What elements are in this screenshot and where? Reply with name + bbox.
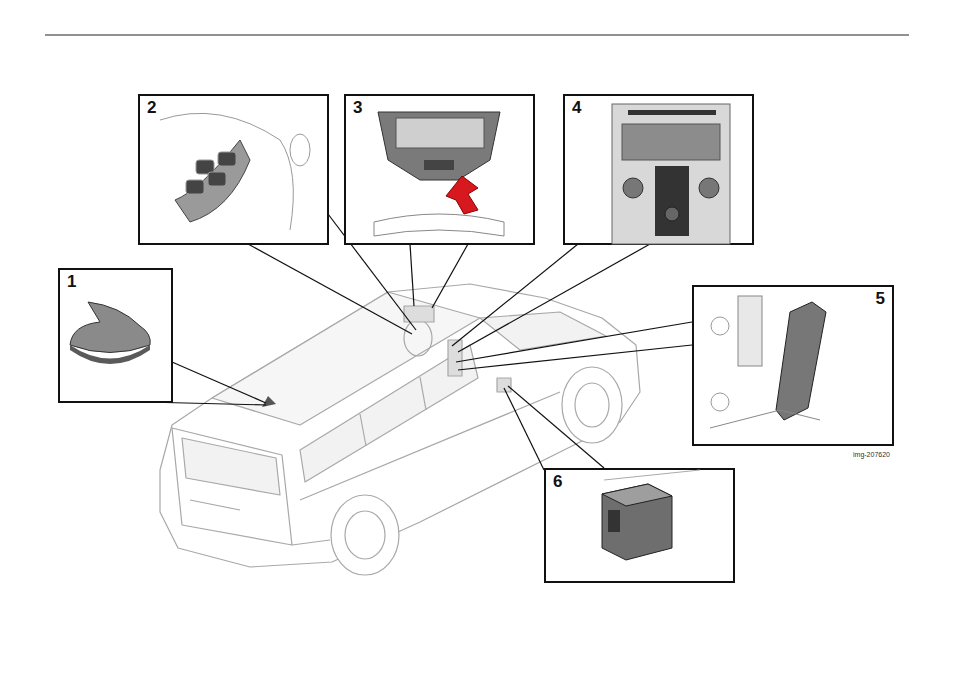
rear-plate [190,500,240,510]
callout-number: 4 [572,99,581,116]
callout-number: 5 [876,290,885,307]
rear-window [182,438,280,495]
window-pillar [420,377,426,410]
callout-number: 1 [67,273,76,290]
callout-number: 3 [353,99,362,116]
callout-panel: 4 [563,94,754,245]
leader-line [248,244,412,334]
front-wheel-rim [575,383,609,427]
callout-panel: 3 [344,94,535,245]
tailgate [172,428,292,545]
leader-line [508,386,604,468]
leader-line [458,345,692,370]
steering-wheel [404,320,432,356]
center-console [448,340,462,376]
leader-lines [145,214,692,470]
module-location [497,378,511,392]
callout-number: 6 [553,473,562,490]
callout-number: 2 [147,99,156,116]
leader-line [432,244,468,308]
callout-panel: 6 [544,468,735,583]
front-wheel [562,367,622,443]
callout-panel: 1 [58,268,173,403]
image-code: img-207620 [853,451,890,458]
rear-wheel-rim [345,511,385,559]
rear-wheel [331,495,399,575]
leader-line [410,244,414,306]
windshield [480,312,606,350]
callout-panel: 2 [138,94,329,245]
leader-line [172,362,266,403]
window-pillar [360,414,366,446]
callout-panel: 5 [692,285,894,446]
leader-line [456,322,692,362]
top-rule [45,35,909,36]
body-crease [292,540,330,545]
leader-line [458,244,650,352]
body-crease [300,392,560,500]
